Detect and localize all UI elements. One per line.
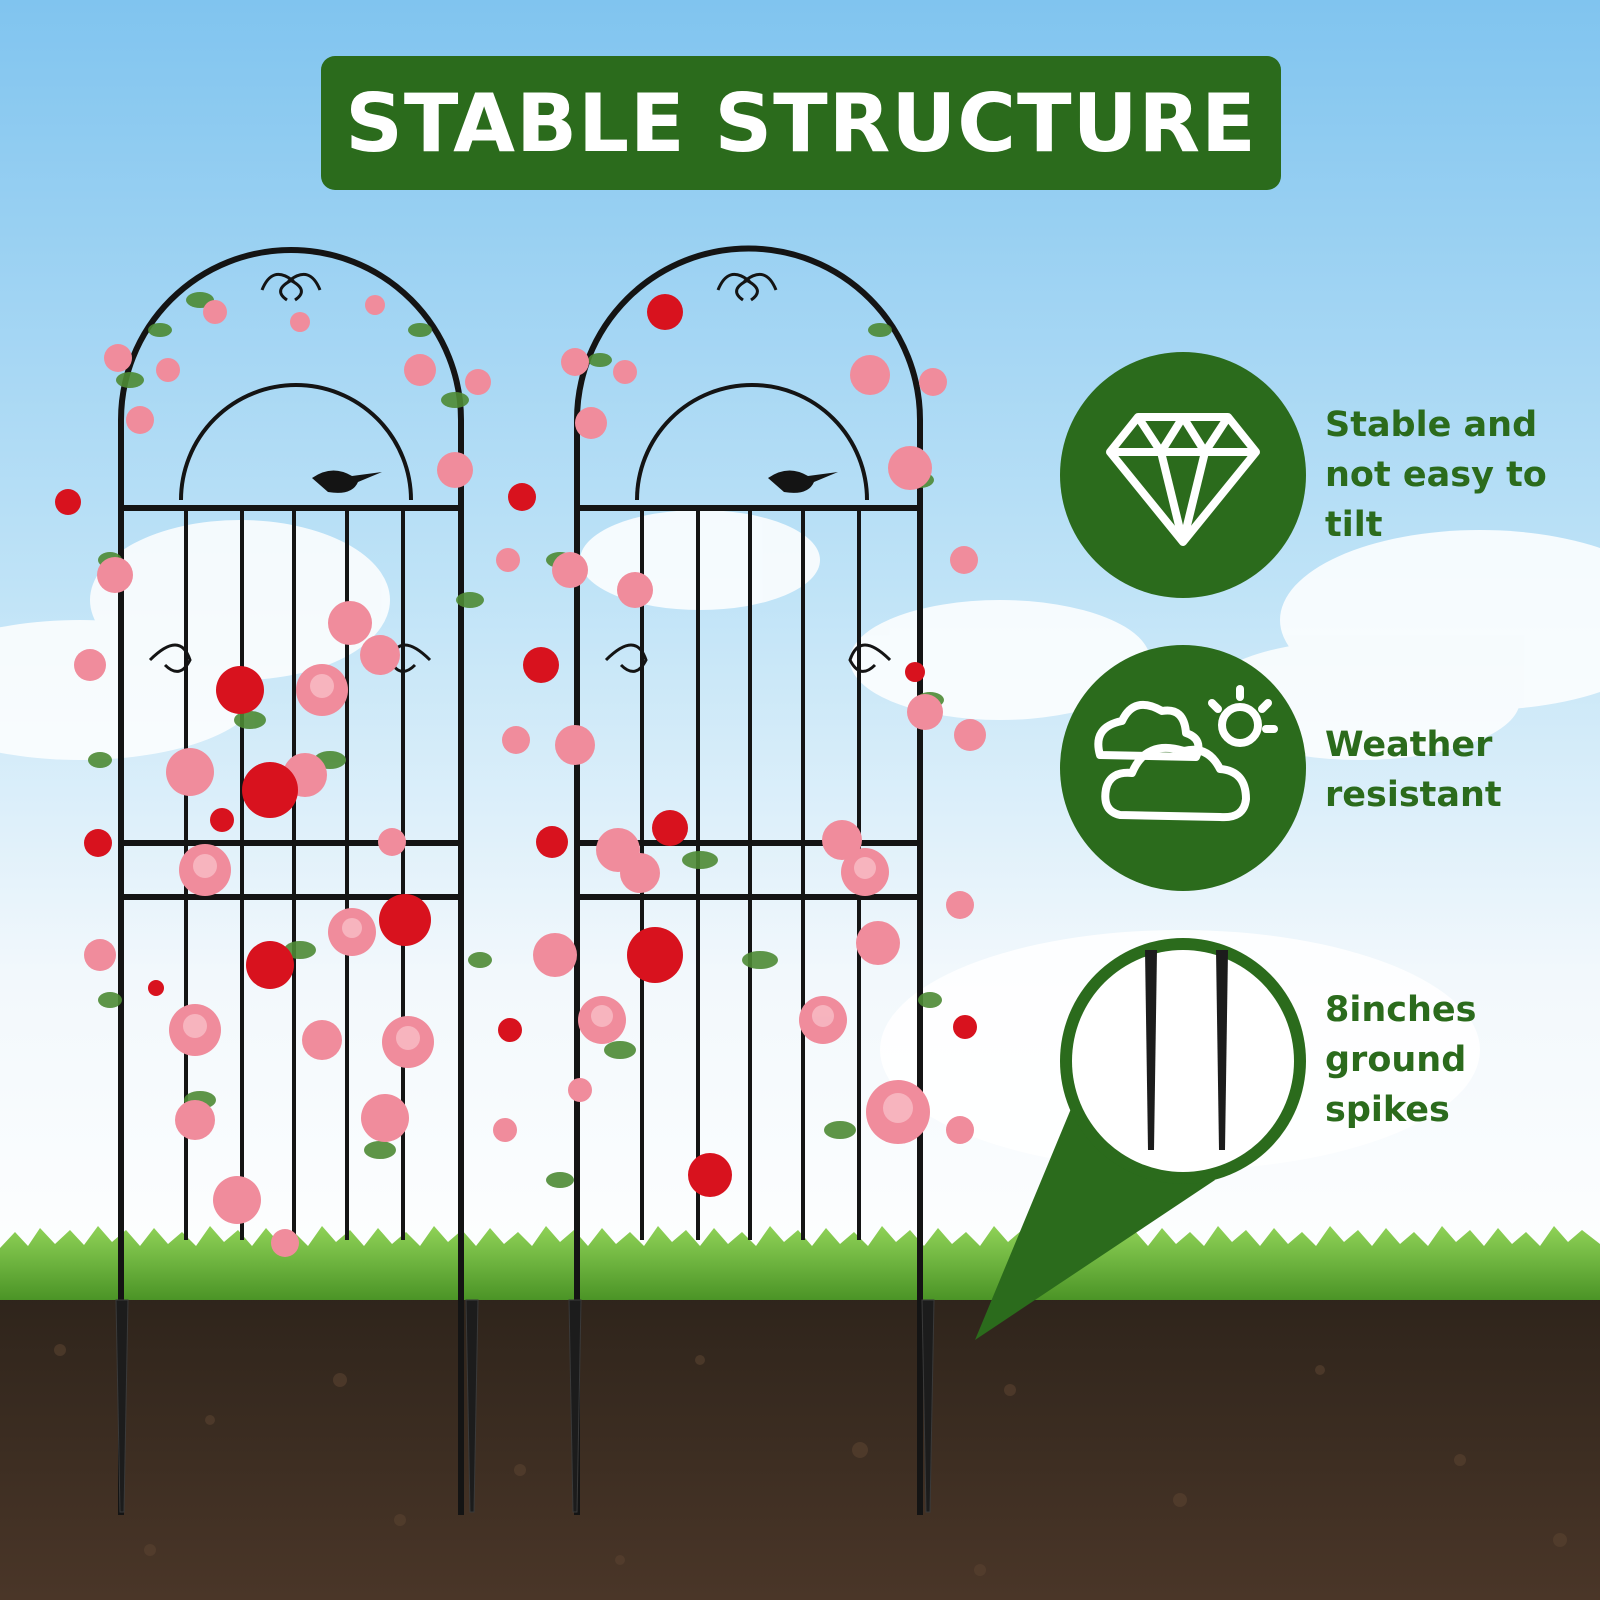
feature-spikes-text: 8inches ground spikes bbox=[1325, 990, 1477, 1130]
bird-ornaments bbox=[312, 470, 838, 493]
page-title: STABLE STRUCTURE bbox=[345, 76, 1257, 170]
feature-stable-text: Stable and not easy to tilt bbox=[1325, 405, 1547, 545]
feature-spikes-circle bbox=[1060, 938, 1306, 1184]
trellis-left bbox=[118, 247, 464, 1515]
feature-weather-circle bbox=[1060, 645, 1306, 891]
soil bbox=[0, 1290, 1600, 1600]
grass bbox=[0, 1226, 1600, 1300]
roses bbox=[55, 294, 986, 1257]
feature-stable-circle bbox=[1060, 352, 1306, 598]
ground-spikes-icon bbox=[1145, 950, 1228, 1150]
soil-texture bbox=[54, 1344, 1567, 1576]
title-banner: STABLE STRUCTURE bbox=[321, 56, 1281, 190]
trellis-right bbox=[574, 245, 923, 1515]
diamond-icon bbox=[1106, 413, 1260, 546]
feature-spikes-inner bbox=[1072, 950, 1294, 1172]
weather-icon bbox=[1094, 685, 1278, 822]
ground-spikes bbox=[115, 1299, 935, 1513]
feature-weather-text: Weather resistant bbox=[1325, 725, 1502, 815]
